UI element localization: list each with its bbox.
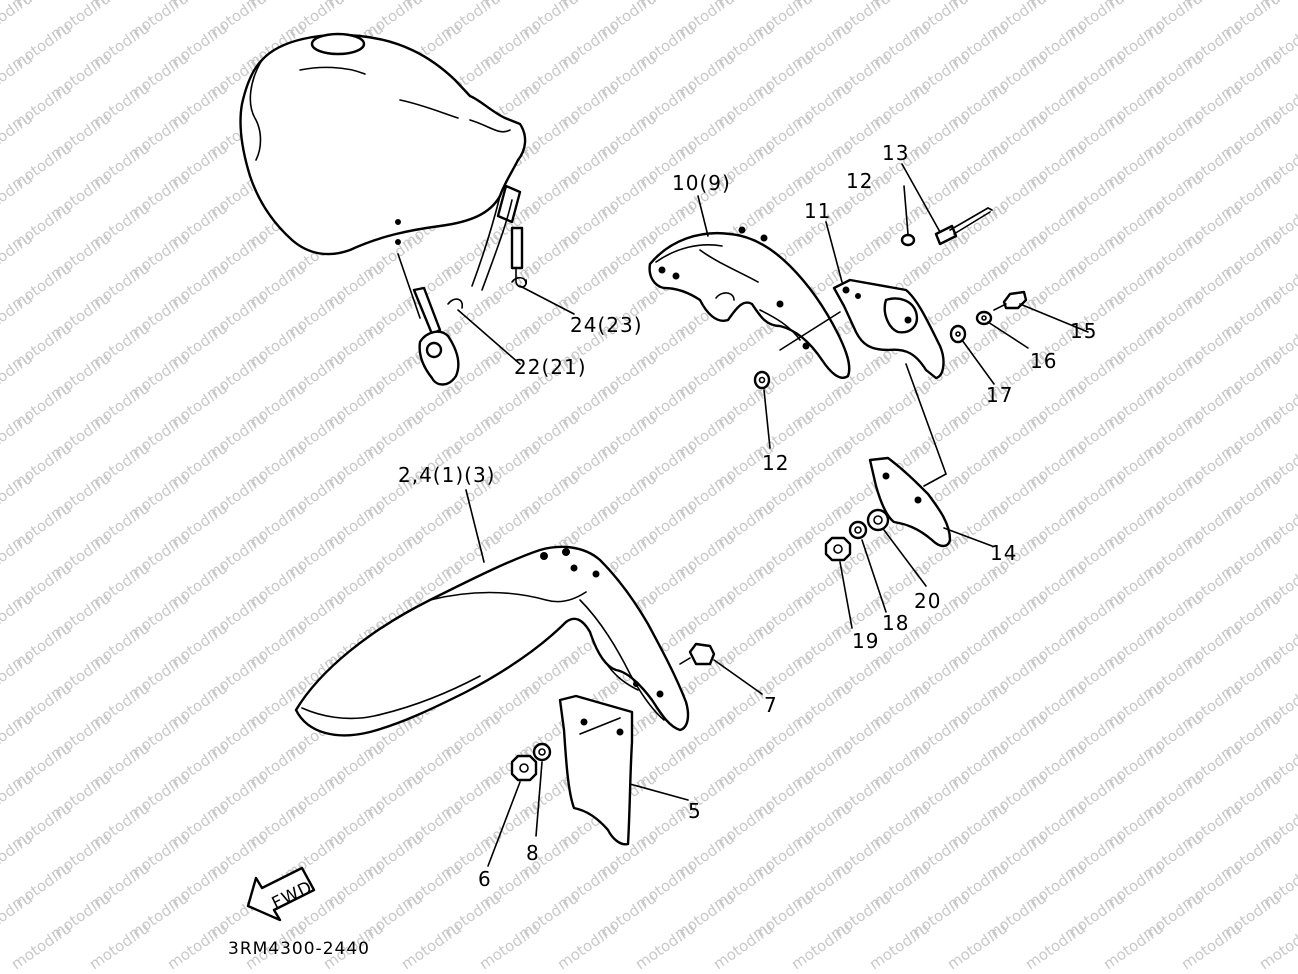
callout-22-21: 22(21) bbox=[514, 355, 587, 379]
watermark-text: motod.ru bbox=[0, 289, 36, 343]
washer-12-bottom bbox=[753, 370, 771, 390]
drawing-code: 3RM4300-2440 bbox=[228, 939, 370, 959]
callout-13: 13 bbox=[882, 141, 909, 165]
nut-6 bbox=[510, 754, 538, 782]
callout-12-bottom: 12 bbox=[762, 451, 789, 475]
callout-17: 17 bbox=[986, 383, 1013, 407]
fuel-cock bbox=[397, 253, 460, 386]
watermark-text: motod.ru bbox=[0, 829, 36, 883]
front-fender-10 bbox=[648, 226, 851, 379]
watermark-text: motod.ru bbox=[0, 469, 36, 523]
washer-12-top bbox=[900, 233, 916, 247]
watermark-text: motod.ru bbox=[0, 889, 36, 943]
watermark-text: motod.ru bbox=[0, 0, 36, 43]
guard-plate-14 bbox=[868, 456, 952, 548]
rear-fender-2-4 bbox=[294, 545, 690, 737]
callout-14: 14 bbox=[990, 541, 1017, 565]
collar-17 bbox=[949, 324, 967, 344]
watermark-text: motod.ru bbox=[0, 229, 36, 283]
watermark-text: motod.ru bbox=[1100, 919, 1167, 973]
watermark-text: motod.ru bbox=[398, 919, 465, 973]
watermark-text: motod.ru bbox=[0, 49, 36, 103]
watermark-text: motod.ru bbox=[0, 409, 36, 463]
watermark-text: motod.ru bbox=[0, 109, 36, 163]
washer-8 bbox=[532, 742, 552, 762]
leader-lines bbox=[457, 163, 1089, 867]
watermark-text: motod.ru bbox=[0, 589, 36, 643]
watermark-text: motod.ru bbox=[632, 919, 699, 973]
watermark-text: motod.ru bbox=[944, 919, 1011, 973]
damper-20 bbox=[866, 508, 890, 532]
watermark-text: motod.ru bbox=[0, 349, 36, 403]
watermark-text: motod.ru bbox=[8, 919, 75, 973]
watermark-text: motod.ru bbox=[1178, 919, 1245, 973]
callout-labels: 10(9) 13 12 11 15 16 17 12 24(23) 22(21)… bbox=[398, 141, 1097, 891]
watermark-text: motod.ru bbox=[866, 919, 933, 973]
hose-clip-24 bbox=[511, 276, 527, 285]
callout-10-9: 10(9) bbox=[672, 171, 731, 195]
callout-19: 19 bbox=[852, 629, 879, 653]
watermark-text: motod.ru bbox=[1022, 919, 1089, 973]
watermark-text: motod.ru bbox=[0, 769, 36, 823]
callout-6: 6 bbox=[478, 867, 492, 891]
rivet-13 bbox=[934, 207, 993, 246]
callout-12-top: 12 bbox=[846, 169, 873, 193]
watermark-text: motod.ru bbox=[788, 919, 855, 973]
watermark-text: motod.ru bbox=[86, 919, 153, 973]
washer-16 bbox=[975, 310, 993, 326]
mud-flap-5 bbox=[558, 694, 634, 846]
watermark-text: motod.ru bbox=[0, 529, 36, 583]
bolt-7 bbox=[679, 642, 716, 666]
callout-11: 11 bbox=[804, 199, 831, 223]
callout-2-4-1-3: 2,4(1)(3) bbox=[398, 463, 495, 487]
hose-clip-22 bbox=[447, 298, 464, 309]
callout-24-23: 24(23) bbox=[570, 313, 643, 337]
callout-7: 7 bbox=[764, 693, 778, 717]
callout-16: 16 bbox=[1030, 349, 1057, 373]
callout-5: 5 bbox=[688, 799, 702, 823]
fuel-tank bbox=[239, 32, 527, 256]
watermark-text: motod.ru bbox=[0, 169, 36, 223]
watermark-text: motod.ru bbox=[710, 919, 777, 973]
watermark-text: motod.ru bbox=[164, 919, 231, 973]
fuel-hose bbox=[471, 184, 528, 291]
callout-18: 18 bbox=[882, 611, 909, 635]
plate-11 bbox=[832, 278, 945, 380]
callout-20: 20 bbox=[914, 589, 941, 613]
callout-15: 15 bbox=[1070, 319, 1097, 343]
nut-19 bbox=[824, 536, 852, 562]
callout-8: 8 bbox=[526, 841, 540, 865]
watermark-text: motod.ru bbox=[554, 919, 621, 973]
watermark-text: motod.ru bbox=[476, 919, 543, 973]
watermark-text: motod.ru bbox=[0, 649, 36, 703]
watermark-text: motod.ru bbox=[0, 709, 36, 763]
washer-18 bbox=[848, 520, 868, 540]
watermark-text: motod.ru bbox=[1256, 919, 1298, 973]
